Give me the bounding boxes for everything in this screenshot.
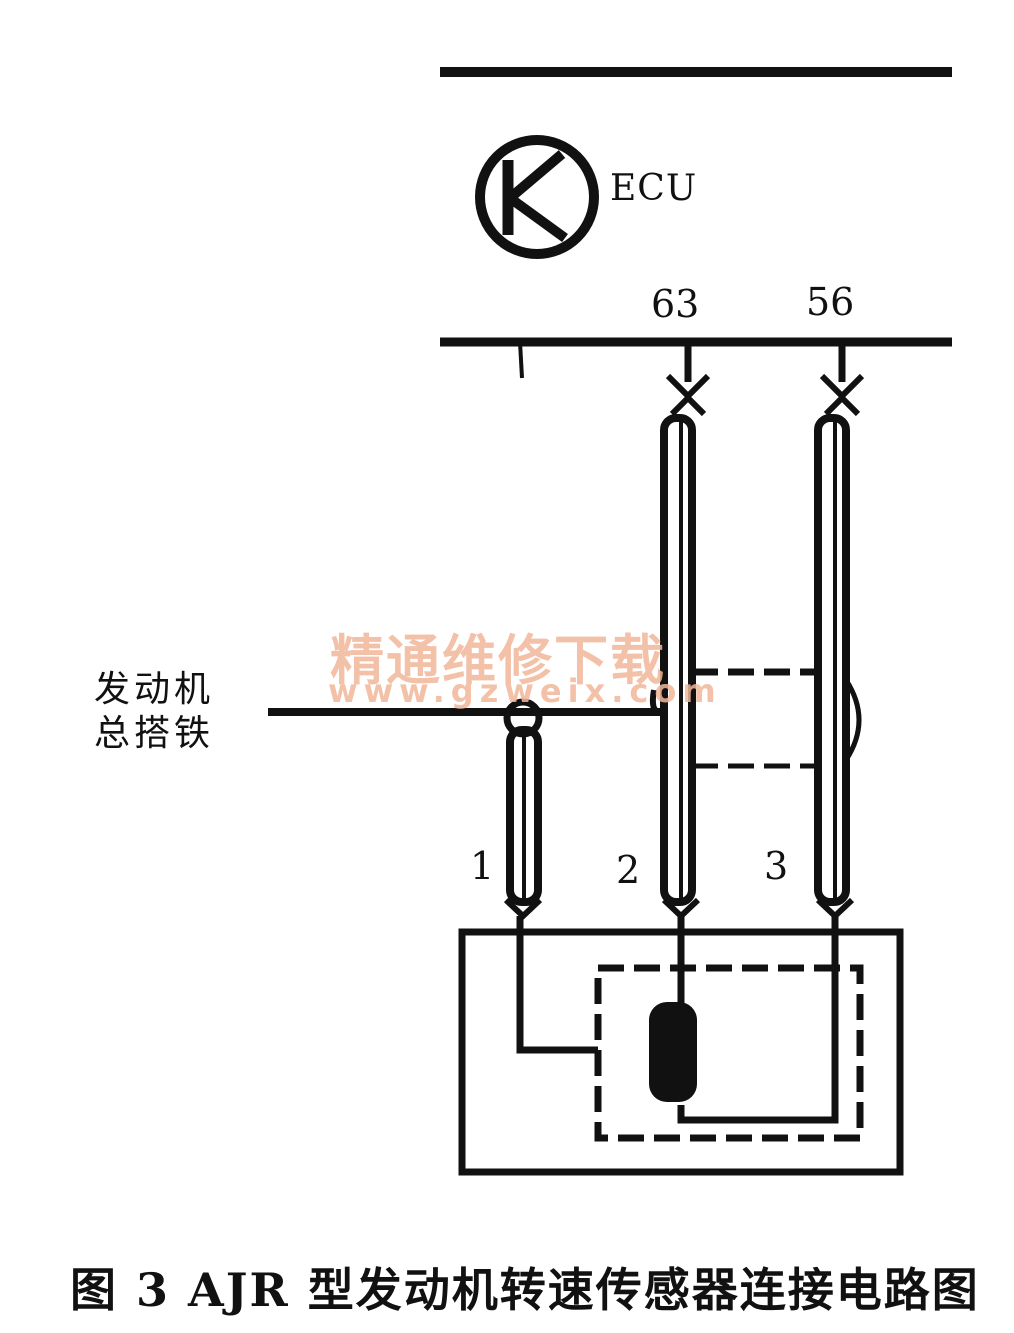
sensor-terminal-3-label: 3: [764, 844, 789, 888]
sensor-coil-icon: [649, 1002, 697, 1102]
engine-ground-label-line2: 总搭铁: [94, 713, 215, 754]
wire-pin-63: [660, 342, 711, 921]
engine-ground-label: 发动机 总搭铁: [94, 668, 214, 756]
ecu-pin-63-label: 63: [651, 282, 700, 326]
ecu-symbol-icon: [475, 135, 599, 259]
figure-caption: 图 3 AJR 型发动机转速传感器连接电路图: [70, 1263, 980, 1317]
sensor-terminal-1-label: 1: [470, 844, 495, 888]
wire-shield: [692, 668, 862, 769]
wire-pin-56: [814, 342, 865, 921]
engine-ground-label-line1: 发动机: [94, 669, 215, 710]
watermark-title: 精通维修下载: [330, 629, 666, 692]
sensor-inner-shield: [594, 964, 864, 1142]
ecu-pin-56-label: 56: [806, 280, 855, 324]
sensor-terminal-2-label: 2: [616, 848, 641, 892]
ecu-label: ECU: [610, 168, 698, 209]
watermark-url: www.gzweix.com: [328, 672, 722, 710]
wire-terminal-1: [503, 698, 543, 921]
